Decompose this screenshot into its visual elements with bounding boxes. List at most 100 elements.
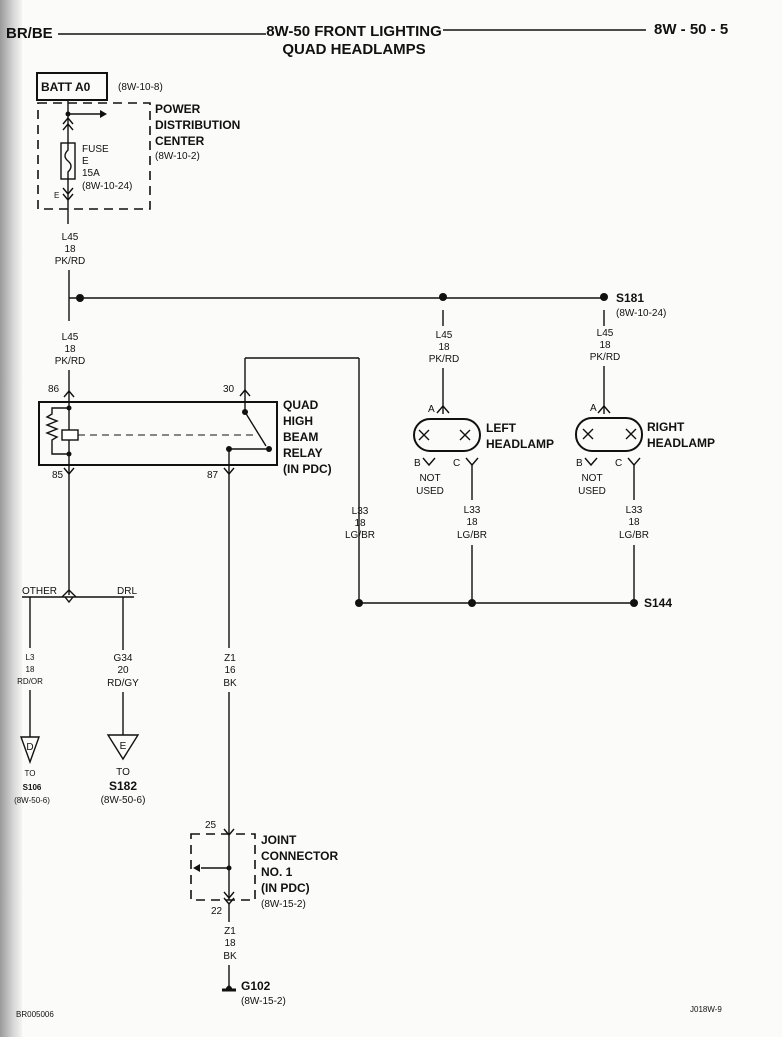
wire-z1-bot-color: BK xyxy=(223,951,237,962)
relay-pin-87: 87 xyxy=(207,470,219,481)
relay-coil-resistor xyxy=(45,407,69,455)
relay-switch-contact xyxy=(244,411,267,447)
wire-l45-relay-gauge: 18 xyxy=(64,344,76,355)
wire-l45-left-color: PK/RD xyxy=(429,354,460,365)
left-headlamp-not-used-2: USED xyxy=(416,486,444,497)
fuse-label: FUSE xyxy=(82,144,109,155)
wire-l45-relay-code: L45 xyxy=(62,332,79,343)
pdc-box xyxy=(37,102,151,210)
right-headlamp-not-used-2: USED xyxy=(578,486,606,497)
wire-l33-left-color: LG/BR xyxy=(457,530,487,541)
right-headlamp-pin-c: C xyxy=(615,458,622,469)
footer-left-code: BR005006 xyxy=(16,1010,54,1019)
left-headlamp-not-used-1: NOT xyxy=(419,473,440,484)
wire-l45-top-color: PK/RD xyxy=(55,256,86,267)
splice-s181-label: S181 xyxy=(616,291,644,305)
connector-d-ref: (8W-50-6) xyxy=(14,796,50,805)
pdc-name-1: POWER xyxy=(155,102,201,116)
fuse-id: E xyxy=(82,156,89,167)
ground-icon xyxy=(222,985,236,992)
wire-l33-left-code: L33 xyxy=(464,505,481,516)
connector-d-to: TO xyxy=(25,769,36,778)
right-headlamp-name-1: RIGHT xyxy=(647,420,685,434)
wire-l45-right-color: PK/RD xyxy=(590,352,621,363)
wire-z1-top-code: Z1 xyxy=(224,653,236,664)
wire-z1-bot-code: Z1 xyxy=(224,926,236,937)
pdc-ref: (8W-10-2) xyxy=(155,151,200,162)
wire-l45-relay-color: PK/RD xyxy=(55,356,86,367)
relay-name-3: BEAM xyxy=(283,430,318,444)
book-binding-shadow xyxy=(0,0,22,1037)
branch-drl-label: DRL xyxy=(117,586,137,597)
right-headlamp-pin-b: B xyxy=(576,458,583,469)
connector-e-symbol xyxy=(106,734,140,761)
left-headlamp-pin-b: B xyxy=(414,458,421,469)
left-headlamp-pin-a: A xyxy=(428,404,435,415)
connector-e-label: S182 xyxy=(109,779,137,793)
wire-l33-relay-code: L33 xyxy=(352,506,369,517)
joint-name-2: CONNECTOR xyxy=(261,849,338,863)
splice-s181-ref: (8W-10-24) xyxy=(616,308,666,319)
page-subtitle: QUAD HEADLAMPS xyxy=(282,41,425,58)
relay-name-2: HIGH xyxy=(283,414,313,428)
wire-l33-right-code: L33 xyxy=(626,505,643,516)
connector-e-to: TO xyxy=(116,767,130,778)
relay-name-1: QUAD xyxy=(283,398,319,412)
batt-box xyxy=(36,72,108,101)
splice-s144-dot xyxy=(630,599,638,607)
splice-s181-dot xyxy=(600,293,608,301)
right-headlamp-not-used-1: NOT xyxy=(581,473,602,484)
relay-name-4: RELAY xyxy=(283,446,323,460)
wire-l3-gauge: 18 xyxy=(26,665,35,674)
connector-d-symbol xyxy=(20,736,40,765)
joint-ref: (8W-15-2) xyxy=(261,899,306,910)
ground-g102-label: G102 xyxy=(241,979,271,993)
wire-l45-left-gauge: 18 xyxy=(438,342,450,353)
right-headlamp-symbol xyxy=(575,417,643,452)
wire-l45-left-code: L45 xyxy=(436,330,453,341)
header-left: BR/BE xyxy=(6,25,53,42)
wire-g34-code: G34 xyxy=(114,653,133,664)
ground-g102-ref: (8W-15-2) xyxy=(241,996,286,1007)
wire-g34-color: RD/GY xyxy=(107,678,139,689)
fuse-rating: 15A xyxy=(82,168,100,179)
joint-pin-22: 22 xyxy=(211,906,223,917)
wire-l45-right-gauge: 18 xyxy=(599,340,611,351)
pdc-pin-e: E xyxy=(54,191,59,200)
relay-coil xyxy=(61,429,79,441)
quad-high-beam-relay-box xyxy=(38,401,278,466)
branch-other-label: OTHER xyxy=(22,586,57,597)
wire-l45-top-gauge: 18 xyxy=(64,244,76,255)
joint-connector-box xyxy=(190,833,256,901)
page-number: 8W - 50 - 5 xyxy=(654,21,728,38)
page-title: 8W-50 FRONT LIGHTING xyxy=(266,23,442,40)
connector-d-label: S106 xyxy=(23,783,42,792)
fuse-ref: (8W-10-24) xyxy=(82,181,132,192)
pdc-name-3: CENTER xyxy=(155,134,205,148)
joint-name-3: NO. 1 xyxy=(261,865,293,879)
left-headlamp-name-1: LEFT xyxy=(486,421,517,435)
wire-l45-top-code: L45 xyxy=(62,232,79,243)
relay-pin-86: 86 xyxy=(48,384,60,395)
splice-s144-label: S144 xyxy=(644,596,672,610)
wire-l33-relay-gauge: 18 xyxy=(354,518,366,529)
joint-name-1: JOINT xyxy=(261,833,297,847)
right-headlamp-pin-a: A xyxy=(590,403,597,414)
connector-e-letter: E xyxy=(120,741,127,752)
footer-right-code: J018W-9 xyxy=(690,1005,722,1014)
wire-l3-code: L3 xyxy=(26,653,35,662)
left-headlamp-pin-c: C xyxy=(453,458,460,469)
connector-e-ref: (8W-50-6) xyxy=(101,795,146,806)
wire-z1-top-color: BK xyxy=(223,678,237,689)
left-headlamp-symbol xyxy=(413,418,481,452)
left-headlamp-name-2: HEADLAMP xyxy=(486,437,554,451)
wire-z1-bot-gauge: 18 xyxy=(224,938,236,949)
connector-d-letter: D xyxy=(26,742,33,753)
relay-name-5: (IN PDC) xyxy=(283,462,332,476)
batt-ref: (8W-10-8) xyxy=(118,82,163,93)
joint-pin-25: 25 xyxy=(205,820,217,831)
wire-l33-left-gauge: 18 xyxy=(466,517,478,528)
relay-pin-85: 85 xyxy=(52,470,64,481)
